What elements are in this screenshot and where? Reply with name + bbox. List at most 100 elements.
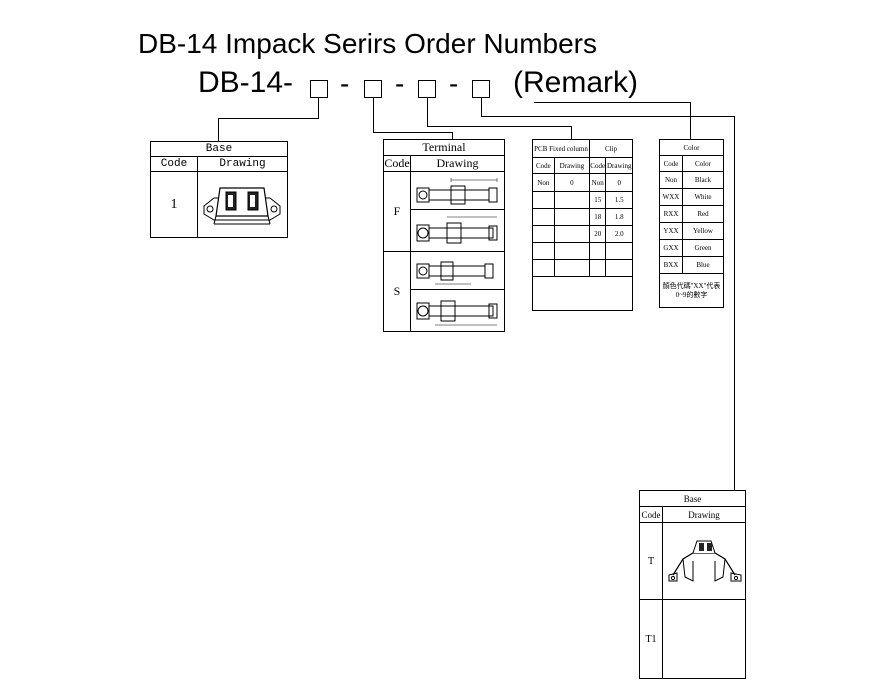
clip-code: 15 [588,191,607,209]
code-separator: - [340,68,350,99]
pcb-drawing [553,259,590,277]
color-name: Blue [682,256,724,274]
color-code: RXX [659,205,683,223]
base-drawing [197,171,288,238]
pcb-code: Non [532,173,555,192]
terminal-f-drawing-1 [416,177,498,204]
column-header-drawing: Drawing [605,157,633,174]
pcb-code [532,259,555,277]
remark-label: (Remark) [513,66,638,99]
pcb-code [532,242,555,260]
clip-drawing [605,242,633,260]
order-code-prefix: DB-14- [198,66,294,99]
code-slot-1 [310,80,328,98]
connector-line [734,116,735,490]
terminal-code: F [383,171,411,252]
clip-drawing: 2.0 [605,225,633,243]
table-row: YXX Yellow [659,222,724,240]
table-row [384,209,505,252]
color-name: Red [682,205,724,223]
table-row: 顏色代碼"XX"代表0~9的數字 [659,273,724,308]
base-code: T [639,522,663,600]
clip-drawing [605,259,633,277]
table-row: 18 1.8 [532,208,633,226]
connector-line [427,98,428,126]
color-code: WXX [659,188,683,206]
terminal-code: S [383,251,411,332]
terminal-drawing [410,171,505,210]
base-code: T1 [639,599,663,679]
column-header-code: Code [659,155,683,172]
connector-line [373,132,453,133]
table-row: GXX Green [659,239,724,257]
table-row: WXX White [659,188,724,206]
table-row: 20 2.0 [532,225,633,243]
column-header-code: Code [532,157,555,174]
column-header-code: Code [383,155,411,172]
color-code: Non [659,171,683,189]
table-row [532,259,633,277]
connector-line [481,116,735,117]
clip-drawing: 0 [605,173,633,192]
connector-line [218,118,319,119]
pcb-drawing [553,225,590,243]
column-header-code: Code [639,506,663,523]
base-t-drawing [668,540,742,582]
color-code: YXX [659,222,683,240]
table-header: Color [659,139,724,156]
code-slot-2 [364,80,382,98]
base-connector-drawing [203,186,281,224]
code-slot-3 [418,80,436,98]
color-name: Green [682,239,724,257]
clip-code: 20 [588,225,607,243]
base-drawing [662,522,746,600]
code-separator: - [395,68,405,99]
base-drawing [662,599,746,679]
table-header: Terminal [383,139,505,156]
connector-line [690,102,691,140]
terminal-s-drawing-2 [416,300,498,325]
color-code: GXX [659,239,683,257]
column-header-drawing: Drawing [197,156,288,172]
terminal-drawing [410,209,505,252]
connector-line [218,118,219,142]
table-row: T1 [639,599,746,679]
table-row: T [639,522,746,600]
table-row [532,242,633,260]
terminal-f-drawing-2 [416,216,498,243]
color-name: Yellow [682,222,724,240]
base-table-2: Base Code Drawing T T1 [639,490,746,679]
clip-code: Non [588,173,607,192]
pcb-drawing [553,208,590,226]
color-note: 顏色代碼"XX"代表0~9的數字 [659,273,724,308]
column-header-drawing: Drawing [662,506,746,523]
clip-code [588,259,607,277]
page-title: DB-14 Impack Serirs Order Numbers [138,28,598,59]
pcb-code [532,208,555,226]
pcb-code [532,191,555,209]
code-slot-4 [472,80,490,98]
table-row: BXX Blue [659,256,724,274]
table-header: Base [639,490,746,507]
base-code: 1 [150,171,198,238]
color-code: BXX [659,256,683,274]
table-row: Non 0 Non 0 [532,173,633,192]
color-name: Black [682,171,724,189]
connector-line [373,98,374,132]
table-row: S [383,251,505,332]
empty-cell [532,276,633,311]
color-name: White [682,188,724,206]
terminal-drawing [410,289,505,332]
table-row [532,276,633,311]
connector-line [571,126,572,139]
connector-line [481,98,482,116]
terminal-s-drawing-1 [416,261,494,284]
table-row: RXX Red [659,205,724,223]
table-row: 1 [150,171,288,238]
pcb-drawing [553,242,590,260]
connector-line [427,126,572,127]
table-row [384,289,505,332]
clip-code [588,242,607,260]
code-separator: - [449,68,459,99]
pcb-code [532,225,555,243]
